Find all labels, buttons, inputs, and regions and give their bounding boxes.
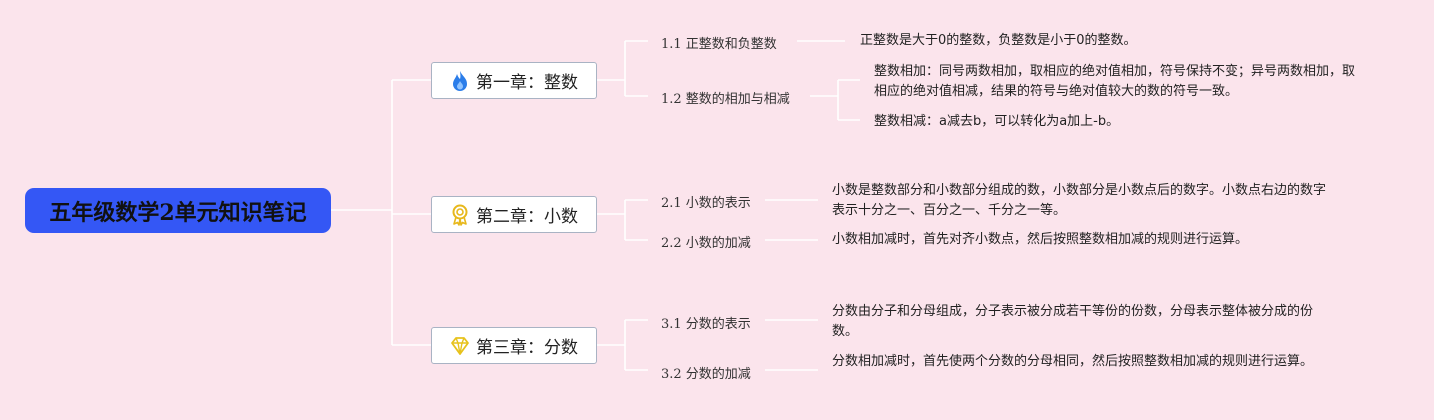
note-1-2a: 整数相加：同号两数相加，取相应的绝对值相加，符号保持不变；异号两数相加，取相应的… [874, 64, 1356, 99]
section-3-1[interactable]: 3.1 分数的表示 [661, 317, 751, 332]
note-2-2: 小数相加减时，首先对齐小数点，然后按照整数相加减的规则进行运算。 [832, 232, 1249, 247]
section-1-1[interactable]: 1.1 正整数和负整数 [661, 37, 777, 52]
section-2-2[interactable]: 2.2 小数的加减 [661, 236, 751, 251]
section-2-1[interactable]: 2.1 小数的表示 [661, 196, 751, 211]
root-topic[interactable]: 五年级数学2单元知识笔记 [25, 188, 331, 233]
note-1-1: 正整数是大于0的整数，负整数是小于0的整数。 [860, 33, 1137, 48]
chapter-2-label: 第二章：小数 [476, 207, 578, 227]
note-3-1: 分数由分子和分母组成，分子表示被分成若干等份的份数，分母表示整体被分成的份数。 [832, 304, 1314, 339]
chapter-2-node[interactable]: 第二章：小数 [431, 196, 597, 233]
chapter-1-label: 第一章：整数 [476, 73, 578, 93]
note-1-2b: 整数相减：a减去b，可以转化为a加上-b。 [874, 114, 1120, 129]
diamond-icon [450, 335, 470, 357]
section-3-2[interactable]: 3.2 分数的加减 [661, 367, 751, 382]
chapter-1-node[interactable]: 第一章：整数 [431, 62, 597, 99]
fire-icon [450, 70, 470, 92]
medal-icon [450, 204, 470, 226]
section-1-2[interactable]: 1.2 整数的相加与相减 [661, 92, 790, 107]
chapter-3-label: 第三章：分数 [476, 338, 578, 358]
chapter-3-node[interactable]: 第三章：分数 [431, 327, 597, 364]
note-3-2: 分数相加减时，首先使两个分数的分母相同，然后按照整数相加减的规则进行运算。 [832, 354, 1314, 369]
note-2-1: 小数是整数部分和小数部分组成的数，小数部分是小数点后的数字。小数点右边的数字表示… [832, 183, 1327, 218]
